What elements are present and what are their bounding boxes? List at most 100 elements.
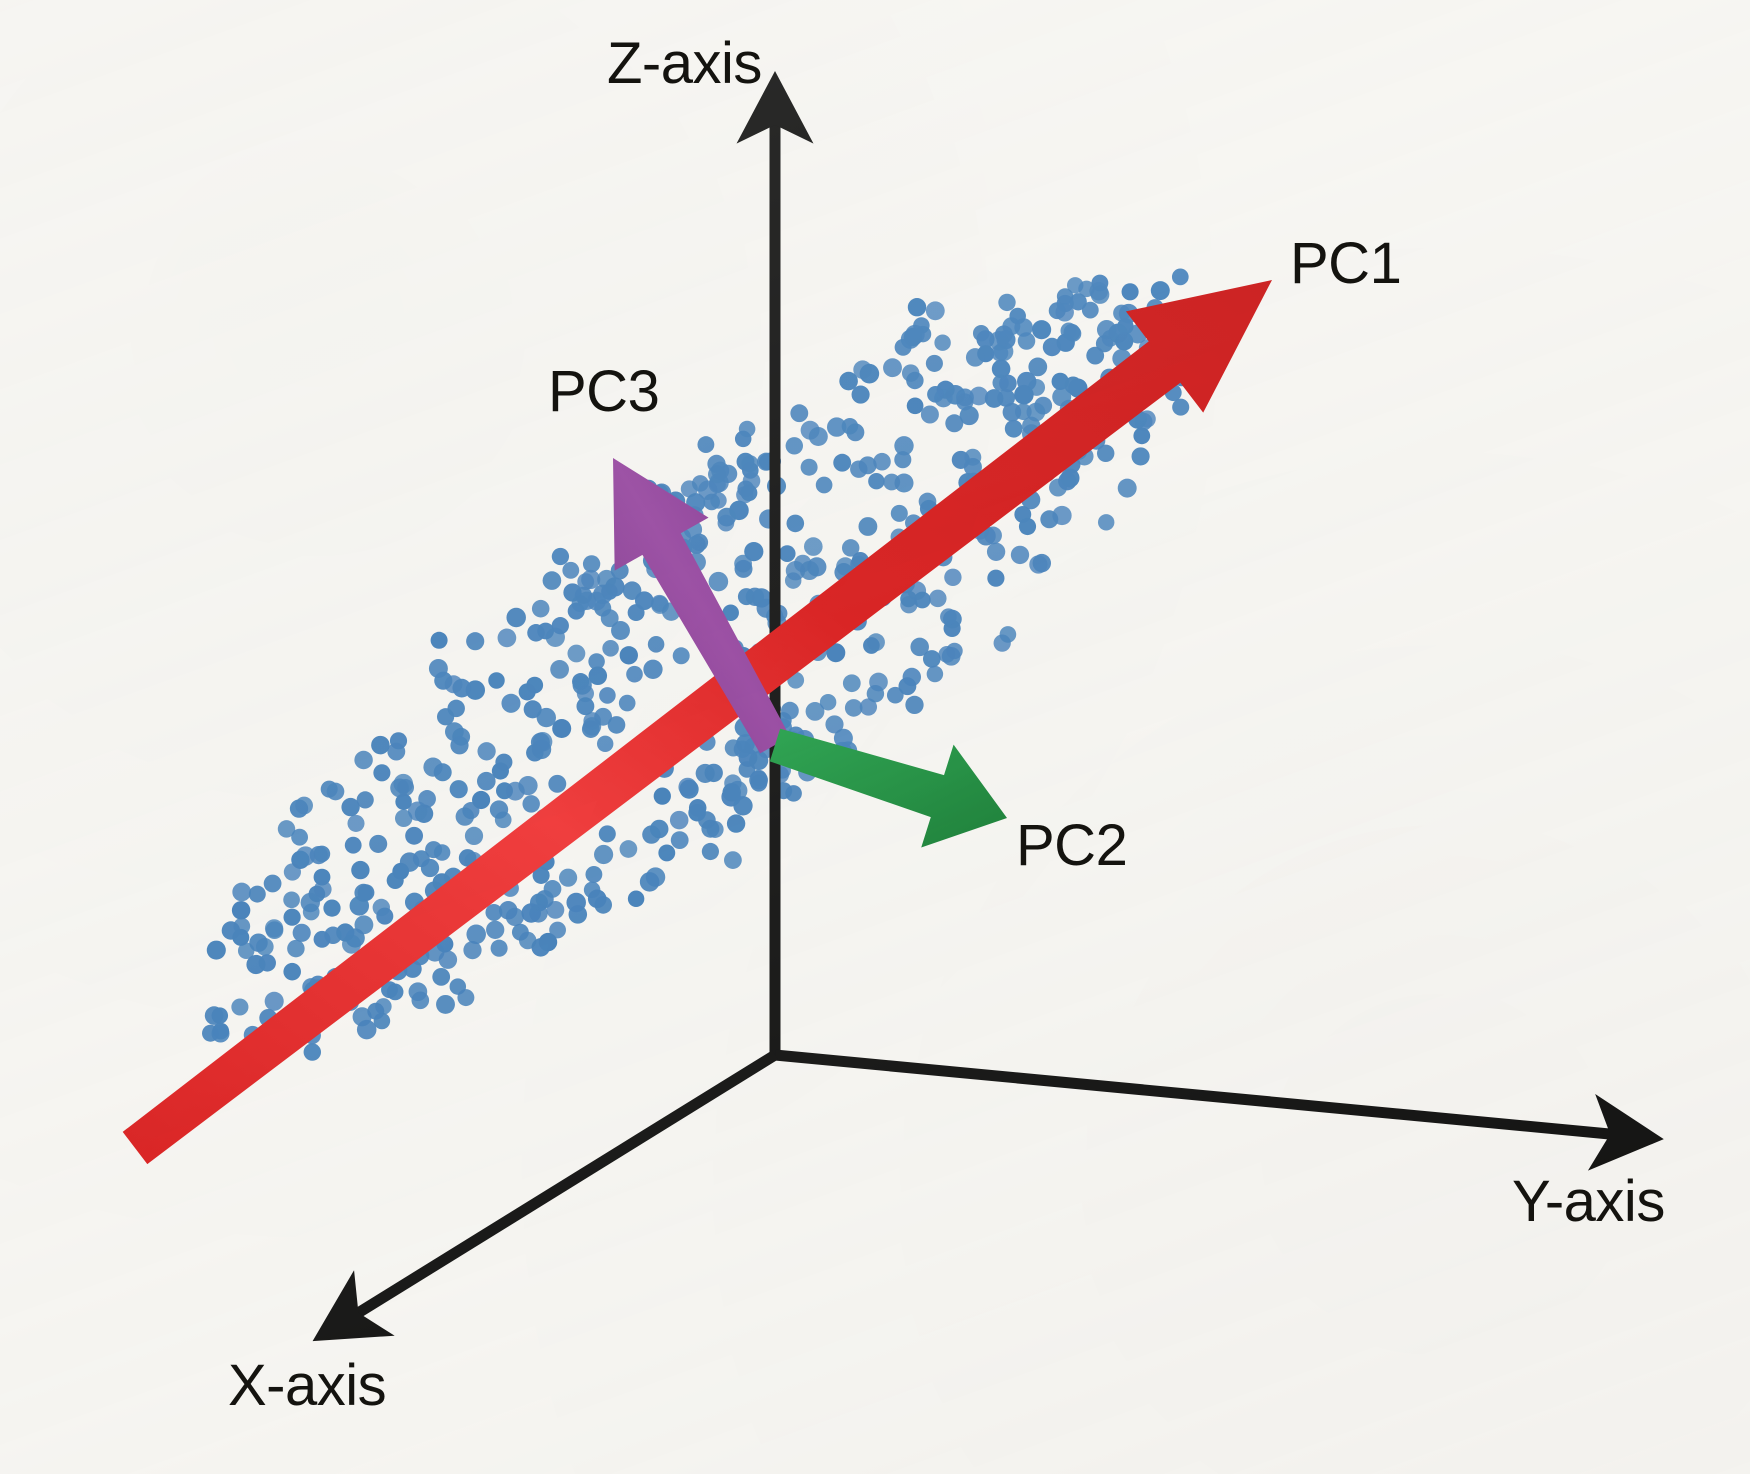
data-point bbox=[506, 607, 526, 628]
data-point bbox=[737, 588, 755, 606]
data-point bbox=[523, 700, 542, 719]
data-point bbox=[585, 865, 603, 883]
data-point bbox=[433, 763, 452, 782]
data-point bbox=[984, 389, 1004, 408]
data-point bbox=[833, 728, 853, 748]
data-point bbox=[347, 814, 365, 832]
data-point bbox=[999, 374, 1017, 393]
data-point bbox=[505, 781, 525, 801]
data-point bbox=[291, 828, 309, 846]
data-point bbox=[626, 665, 643, 683]
pc-arrow-group bbox=[122, 280, 1272, 1165]
data-point bbox=[706, 820, 724, 838]
data-point bbox=[894, 473, 914, 493]
data-point bbox=[918, 492, 937, 511]
data-point bbox=[432, 968, 451, 986]
data-point bbox=[1081, 301, 1099, 319]
data-point bbox=[945, 414, 964, 433]
data-point bbox=[434, 671, 453, 690]
data-point bbox=[1096, 320, 1117, 340]
data-point bbox=[527, 624, 545, 642]
data-point bbox=[292, 923, 311, 942]
data-point bbox=[733, 796, 753, 816]
data-point bbox=[687, 535, 706, 554]
data-point bbox=[341, 797, 360, 817]
data-point bbox=[342, 934, 361, 954]
data-point bbox=[929, 589, 947, 608]
data-point bbox=[926, 665, 944, 683]
pc3-label: PC3 bbox=[548, 359, 660, 424]
data-point bbox=[395, 793, 412, 811]
data-point bbox=[724, 851, 742, 869]
data-point bbox=[505, 907, 525, 927]
data-point bbox=[1014, 318, 1033, 337]
data-point bbox=[658, 844, 676, 862]
data-point bbox=[211, 1024, 230, 1043]
data-point bbox=[805, 701, 825, 721]
data-point bbox=[313, 880, 332, 899]
data-point bbox=[349, 896, 370, 916]
data-point bbox=[647, 636, 665, 653]
data-point bbox=[449, 780, 468, 799]
data-point bbox=[211, 1007, 229, 1024]
data-point bbox=[490, 939, 508, 957]
data-point bbox=[522, 795, 540, 813]
data-point bbox=[697, 436, 715, 454]
data-point bbox=[381, 981, 398, 999]
data-point bbox=[886, 686, 904, 704]
data-point bbox=[785, 785, 802, 802]
data-point bbox=[1121, 283, 1139, 301]
data-point bbox=[803, 537, 823, 556]
data-point bbox=[1086, 346, 1105, 365]
data-point bbox=[283, 863, 301, 881]
data-point bbox=[221, 921, 241, 940]
data-point bbox=[323, 899, 341, 917]
data-point bbox=[263, 874, 282, 893]
data-point bbox=[651, 595, 669, 614]
data-point bbox=[566, 892, 586, 913]
data-point bbox=[551, 617, 569, 635]
data-point bbox=[588, 653, 605, 670]
data-point bbox=[1029, 555, 1048, 574]
data-point bbox=[670, 831, 689, 849]
data-point bbox=[1028, 378, 1046, 396]
data-point bbox=[538, 932, 558, 952]
data-point bbox=[283, 908, 301, 926]
data-point bbox=[559, 868, 578, 887]
data-point bbox=[550, 660, 569, 679]
data-point bbox=[495, 753, 513, 771]
data-point bbox=[576, 697, 595, 716]
data-point bbox=[1066, 277, 1084, 294]
pc1-arrow bbox=[122, 280, 1272, 1165]
data-point bbox=[546, 901, 565, 919]
data-point bbox=[571, 595, 589, 613]
data-point bbox=[1032, 320, 1052, 340]
data-point bbox=[749, 751, 769, 771]
data-point bbox=[466, 632, 485, 651]
data-point bbox=[373, 764, 391, 782]
data-point bbox=[986, 542, 1006, 561]
data-point bbox=[466, 924, 486, 945]
data-point bbox=[1091, 274, 1109, 292]
data-point bbox=[1004, 419, 1023, 438]
data-point bbox=[611, 621, 630, 640]
data-point bbox=[393, 773, 414, 794]
data-point bbox=[354, 750, 373, 770]
data-point bbox=[873, 452, 891, 471]
data-point bbox=[1052, 387, 1072, 407]
data-point bbox=[800, 420, 820, 440]
data-point bbox=[858, 517, 878, 536]
axis-group bbox=[312, 70, 1664, 1342]
data-point bbox=[841, 417, 859, 435]
data-point bbox=[750, 774, 768, 792]
data-point bbox=[450, 736, 469, 755]
data-point bbox=[477, 771, 496, 791]
data-point bbox=[1010, 545, 1030, 565]
data-point bbox=[518, 683, 536, 701]
data-point bbox=[494, 811, 512, 829]
data-point bbox=[1063, 323, 1081, 341]
data-point bbox=[894, 451, 912, 469]
data-point bbox=[1058, 472, 1077, 491]
data-point bbox=[1095, 335, 1114, 353]
data-point bbox=[582, 555, 601, 573]
